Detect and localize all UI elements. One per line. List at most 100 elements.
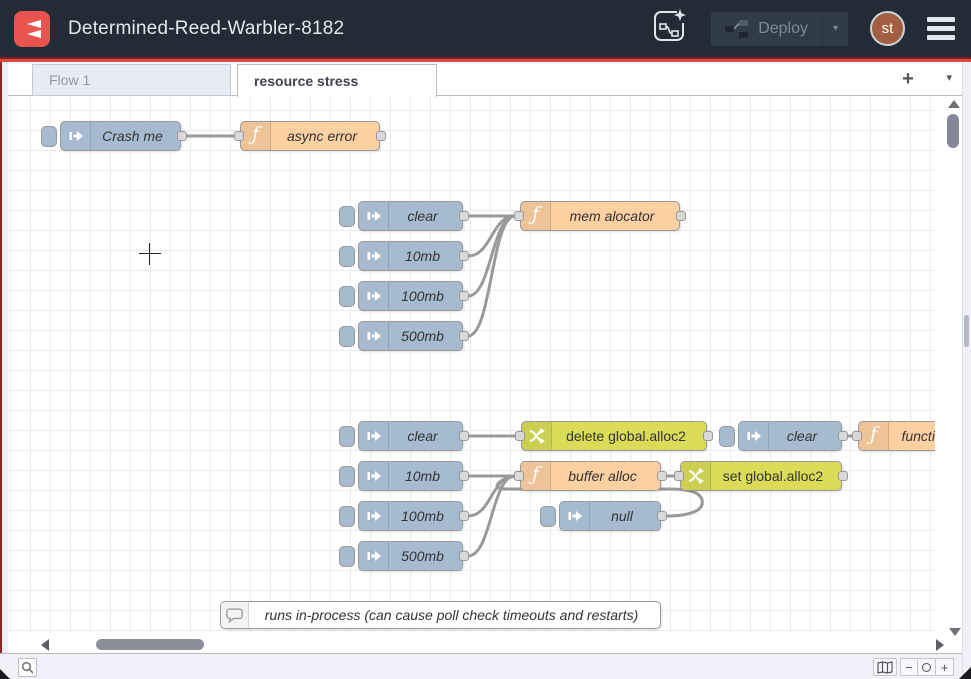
output-port[interactable] (657, 511, 667, 521)
output-port[interactable] (838, 471, 848, 481)
workspace-tabbar: Flow 1 resource stress + ▾ (8, 62, 962, 96)
inject-button[interactable] (339, 506, 355, 527)
inject-icon (366, 548, 382, 564)
node-label: Crash me (91, 122, 180, 150)
node-icon-area (739, 422, 769, 450)
node-comment-comment[interactable]: runs in-process (can cause poll check ti… (220, 601, 661, 629)
inject-button[interactable] (339, 326, 355, 347)
navigator-toggle-button[interactable] (873, 658, 897, 676)
node-inject-mb500b[interactable]: 500mb (358, 541, 463, 571)
node-function-memalloc[interactable]: ƒmem alocator (520, 201, 680, 231)
user-avatar[interactable]: st (870, 11, 905, 46)
node-change-set[interactable]: set global.alloc2 (680, 461, 842, 491)
inject-button[interactable] (719, 426, 735, 447)
inject-button[interactable] (339, 546, 355, 567)
add-flow-button[interactable]: + (896, 67, 920, 91)
node-inject-mb100a[interactable]: 100mb (358, 281, 463, 311)
node-function-buffer[interactable]: ƒbuffer alloc (520, 461, 661, 491)
main-menu-icon[interactable] (927, 17, 955, 40)
inject-button[interactable] (339, 426, 355, 447)
output-port[interactable] (177, 131, 187, 141)
node-label: runs in-process (can cause poll check ti… (249, 602, 660, 628)
node-icon-area (359, 502, 389, 530)
input-port[interactable] (514, 211, 524, 221)
output-port[interactable] (459, 431, 469, 441)
output-port[interactable] (459, 291, 469, 301)
inject-icon (366, 288, 382, 304)
output-port[interactable] (703, 431, 713, 441)
inject-icon (366, 248, 382, 264)
node-inject-clear2[interactable]: clear (358, 421, 463, 451)
node-label: 10mb (389, 242, 462, 270)
output-port[interactable] (459, 251, 469, 261)
scroll-down-arrow[interactable] (949, 628, 961, 636)
search-icon (21, 661, 34, 674)
node-label: mem alocator (551, 202, 679, 230)
inject-icon (746, 428, 762, 444)
node-label: 10mb (389, 462, 462, 490)
output-port[interactable] (676, 211, 686, 221)
inject-button[interactable] (339, 246, 355, 267)
node-inject-clear3[interactable]: clear (738, 421, 842, 451)
tab-resource-stress[interactable]: resource stress (237, 64, 437, 97)
input-port[interactable] (514, 471, 524, 481)
output-port[interactable] (376, 131, 386, 141)
inject-button[interactable] (339, 206, 355, 227)
node-label: buffer alloc (551, 462, 660, 490)
node-inject-null[interactable]: null (559, 501, 661, 531)
scroll-up-arrow[interactable] (948, 100, 960, 108)
right-edge-scrollbar[interactable] (962, 62, 971, 679)
node-icon-area (359, 242, 389, 270)
node-icon-area: ƒ (241, 122, 271, 150)
output-port[interactable] (459, 331, 469, 341)
flow-canvas[interactable]: Crash me ƒasync error clear 10mb 100mb 500mb ƒ… (8, 96, 962, 637)
output-port[interactable] (459, 471, 469, 481)
node-inject-crash[interactable]: Crash me (60, 121, 181, 151)
node-change-delete[interactable]: delete global.alloc2 (521, 421, 707, 451)
node-inject-mb10b[interactable]: 10mb (358, 461, 463, 491)
output-port[interactable] (459, 551, 469, 561)
input-port[interactable] (515, 431, 525, 441)
inject-button[interactable] (540, 506, 556, 527)
node-inject-mb500a[interactable]: 500mb (358, 321, 463, 351)
inject-button[interactable] (41, 126, 57, 147)
flow-list-dropdown-icon[interactable]: ▾ (946, 71, 952, 84)
inject-icon (366, 508, 382, 524)
output-port[interactable] (838, 431, 848, 441)
node-icon-area (522, 422, 552, 450)
deploy-label: Deploy (758, 20, 808, 38)
scroll-right-arrow[interactable] (936, 639, 944, 651)
scroll-left-arrow[interactable] (41, 639, 49, 651)
window-corner (0, 669, 10, 679)
vertical-scrollbar-thumb[interactable] (947, 114, 959, 148)
output-port[interactable] (657, 471, 667, 481)
inject-button[interactable] (339, 286, 355, 307)
output-port[interactable] (459, 211, 469, 221)
inject-button[interactable] (339, 466, 355, 487)
flowfuse-logo-icon[interactable] (14, 11, 50, 47)
deploy-button[interactable]: Deploy ▾ (711, 12, 848, 46)
ai-assistant-icon[interactable] (651, 7, 689, 50)
input-port[interactable] (674, 471, 684, 481)
input-port[interactable] (234, 131, 244, 141)
output-port[interactable] (459, 511, 469, 521)
tab-flow-1[interactable]: Flow 1 (32, 64, 231, 96)
horizontal-scrollbar-thumb[interactable] (96, 639, 204, 650)
wire-layer (8, 96, 962, 637)
function-icon: ƒ (870, 425, 877, 447)
zoom-reset-button[interactable] (918, 658, 936, 676)
right-edge-scrollbar-thumb[interactable] (964, 315, 969, 347)
node-function-asyncerr[interactable]: ƒasync error (240, 121, 380, 151)
node-inject-mb10a[interactable]: 10mb (358, 241, 463, 271)
node-inject-clear1[interactable]: clear (358, 201, 463, 231)
deploy-options-arrow[interactable]: ▾ (822, 12, 848, 46)
wire[interactable] (468, 476, 515, 516)
zoom-in-button[interactable]: + (936, 658, 954, 676)
inject-icon (366, 468, 382, 484)
node-inject-mb100b[interactable]: 100mb (358, 501, 463, 531)
zoom-out-button[interactable]: − (900, 658, 918, 676)
input-port[interactable] (852, 431, 862, 441)
search-button[interactable] (18, 658, 37, 677)
node-label: 500mb (389, 322, 462, 350)
